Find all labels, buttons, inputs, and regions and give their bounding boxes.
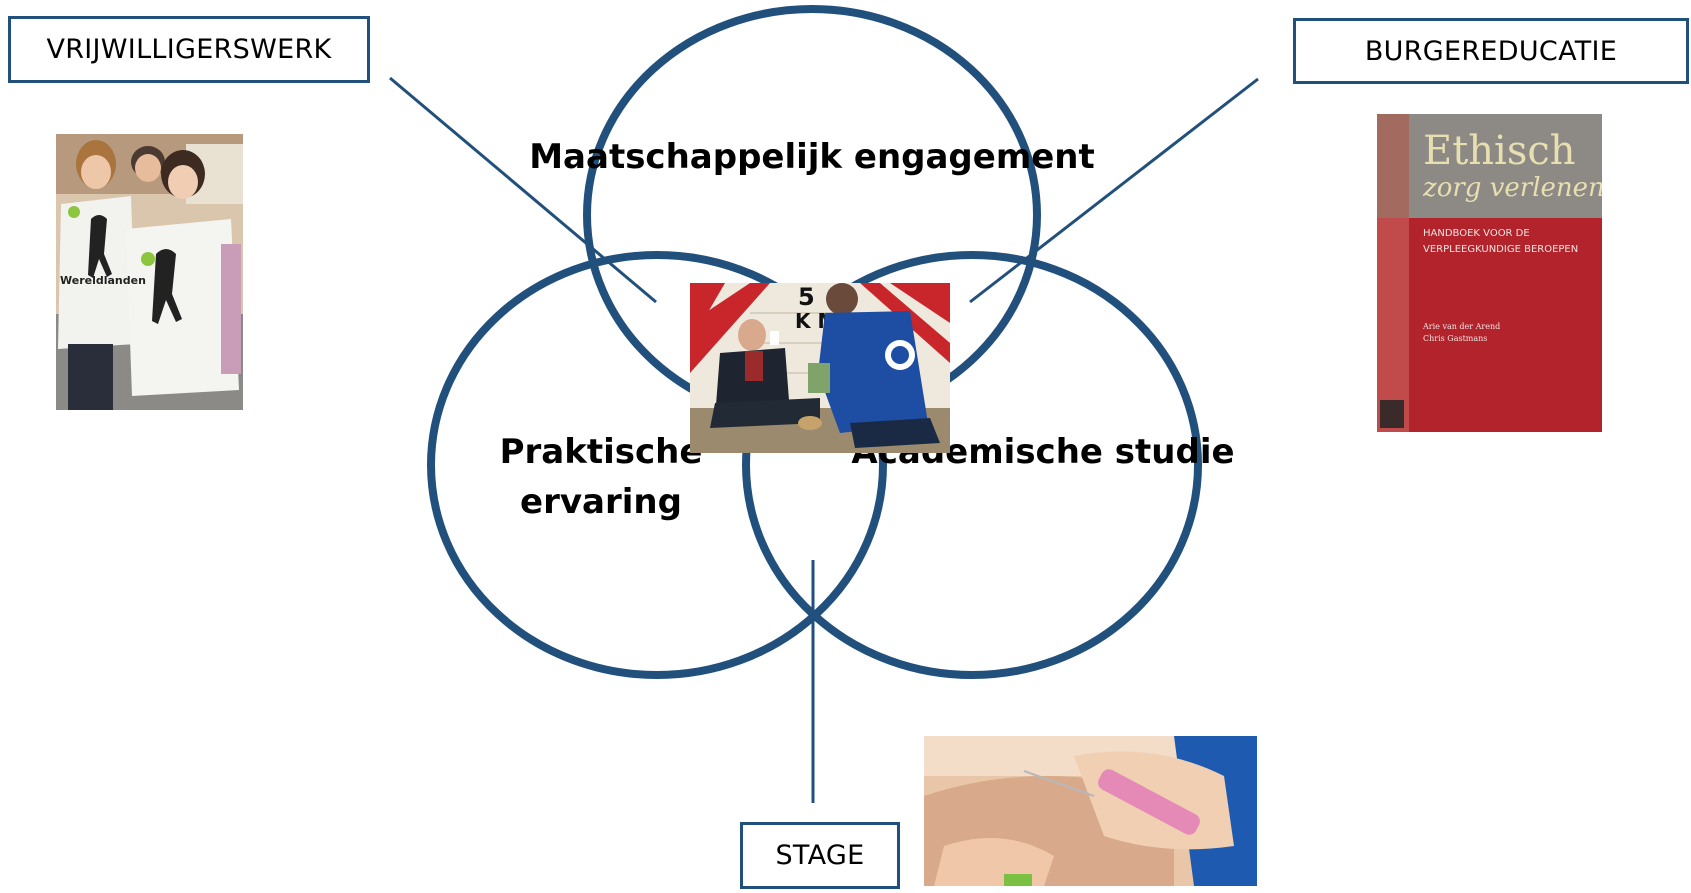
- publisher-logo: [1380, 400, 1404, 428]
- internship-label: STAGE: [740, 822, 900, 889]
- citizenship-education-text: BURGEREDUCATIE: [1364, 35, 1618, 67]
- connector-line-citizenship: [969, 77, 1259, 304]
- volunteer-work-text: VRIJWILLIGERSWERK: [46, 34, 332, 65]
- book-cover: Ethisch zorg verlenen HANDBOEK VOOR DE V…: [1377, 114, 1602, 432]
- homeless-care-photo: 5 K M: [690, 283, 950, 453]
- circle-label-top: Maatschappelijk engagement: [529, 137, 1095, 177]
- book-subtitle-line-1: HANDBOEK VOOR DE: [1423, 228, 1530, 239]
- connector-line-volunteer: [389, 76, 657, 304]
- circle-practical-experience: [427, 251, 887, 679]
- volunteers-photo: Wereldlanden: [56, 134, 243, 410]
- book-title-line-1: Ethisch: [1423, 128, 1576, 174]
- circle-label-left-1: Praktische: [500, 432, 703, 472]
- circle-label-left-2: ervaring: [520, 482, 682, 522]
- book-title-line-2: zorg verlenen: [1422, 173, 1602, 203]
- circle-academic-study: [742, 251, 1202, 679]
- volunteer-work-label: VRIJWILLIGERSWERK: [8, 16, 370, 83]
- book-subtitle-line-2: VERPLEEGKUNDIGE BEROEPEN: [1423, 244, 1578, 255]
- injection-photo: [924, 736, 1257, 886]
- book-author-2: Chris Gastmans: [1423, 334, 1487, 343]
- volunteers-shirt-text: Wereldlanden: [60, 274, 146, 287]
- citizenship-education-label: BURGEREDUCATIE: [1293, 18, 1689, 84]
- internship-text: STAGE: [775, 840, 865, 871]
- book-author-1: Arie van der Arend: [1422, 322, 1500, 331]
- wall-number-text: 5: [798, 283, 815, 311]
